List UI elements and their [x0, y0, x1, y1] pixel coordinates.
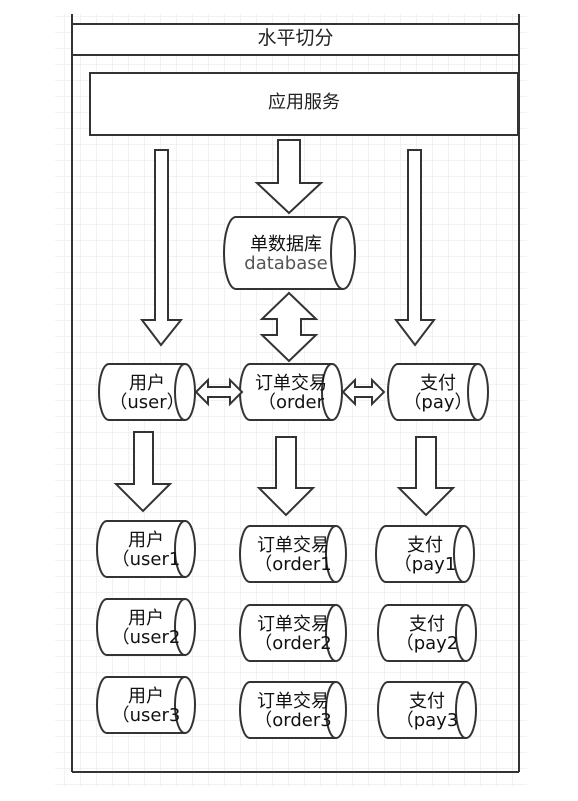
pay2-sub: （pay2	[395, 633, 459, 654]
pay3-cylinder	[377, 681, 477, 739]
pay-name: 支付	[420, 373, 456, 394]
arrow-user-to-shards	[113, 431, 173, 513]
user1-cylinder	[96, 520, 196, 578]
order1-sub: （order1	[254, 554, 332, 575]
pay-label: 支付 （pay）	[388, 374, 488, 412]
main-database-sub: database	[244, 253, 328, 274]
arrow-order-pay	[341, 377, 386, 407]
user-cylinder	[98, 363, 196, 421]
main-database-name: 单数据库	[250, 234, 322, 255]
user-sub: （user）	[109, 392, 185, 413]
arrow-app-to-database	[254, 139, 324, 215]
user2-name: 用户	[128, 608, 164, 629]
pay-cylinder	[387, 363, 489, 421]
outer-frame	[71, 14, 520, 773]
title-bar	[71, 23, 520, 56]
user1-sub: （user1	[111, 549, 181, 570]
pay2-cylinder	[377, 604, 477, 662]
user-label: 用户 （user）	[99, 374, 195, 412]
user-name: 用户	[129, 373, 165, 394]
main-database-cylinder	[223, 216, 356, 290]
arrow-app-to-pay	[393, 149, 437, 347]
order-label: 订单交易 （order	[240, 374, 342, 412]
arrow-user-order	[194, 377, 244, 407]
pay1-sub: （pay1	[393, 554, 457, 575]
order1-name: 订单交易	[257, 535, 329, 556]
pay3-name: 支付	[409, 691, 445, 712]
arrow-database-order	[259, 291, 319, 363]
order3-label: 订单交易 （order3	[240, 692, 346, 730]
order-name: 订单交易	[255, 373, 327, 394]
order3-name: 订单交易	[257, 691, 329, 712]
order3-sub: （order3	[254, 710, 332, 731]
user2-label: 用户 （user2	[97, 609, 195, 647]
user1-label: 用户 （user1	[97, 531, 195, 569]
pay3-sub: （pay3	[395, 710, 459, 731]
order2-sub: （order2	[254, 633, 332, 654]
pay1-label: 支付 （pay1	[376, 536, 474, 574]
user2-sub: （user2	[111, 627, 181, 648]
order-cylinder	[239, 363, 343, 421]
order1-cylinder	[239, 525, 347, 583]
pay2-label: 支付 （pay2	[378, 615, 476, 653]
order2-name: 订单交易	[257, 614, 329, 635]
diagram-title: 水平切分	[257, 27, 334, 49]
order2-cylinder	[239, 604, 347, 662]
main-database-label: 单数据库 database	[226, 235, 346, 273]
user1-name: 用户	[128, 530, 164, 551]
order3-cylinder	[239, 681, 347, 739]
arrow-pay-to-shards	[396, 436, 456, 517]
arrow-order-to-shards	[256, 436, 316, 517]
app-service-label: 应用服务	[268, 92, 340, 113]
user3-label: 用户 （user3	[97, 687, 195, 725]
pay2-name: 支付	[409, 614, 445, 635]
app-service-box	[89, 72, 519, 136]
user3-cylinder	[96, 676, 196, 734]
pay1-cylinder	[375, 525, 475, 583]
user2-cylinder	[96, 598, 196, 656]
pay-sub: （pay）	[403, 392, 473, 413]
order2-label: 订单交易 （order2	[240, 615, 346, 653]
user3-name: 用户	[128, 686, 164, 707]
order1-label: 订单交易 （order1	[240, 536, 346, 574]
order-sub: （order	[258, 392, 324, 413]
user3-sub: （user3	[111, 705, 181, 726]
arrow-app-to-user	[139, 149, 184, 347]
pay1-name: 支付	[407, 535, 443, 556]
pay3-label: 支付 （pay3	[378, 692, 476, 730]
